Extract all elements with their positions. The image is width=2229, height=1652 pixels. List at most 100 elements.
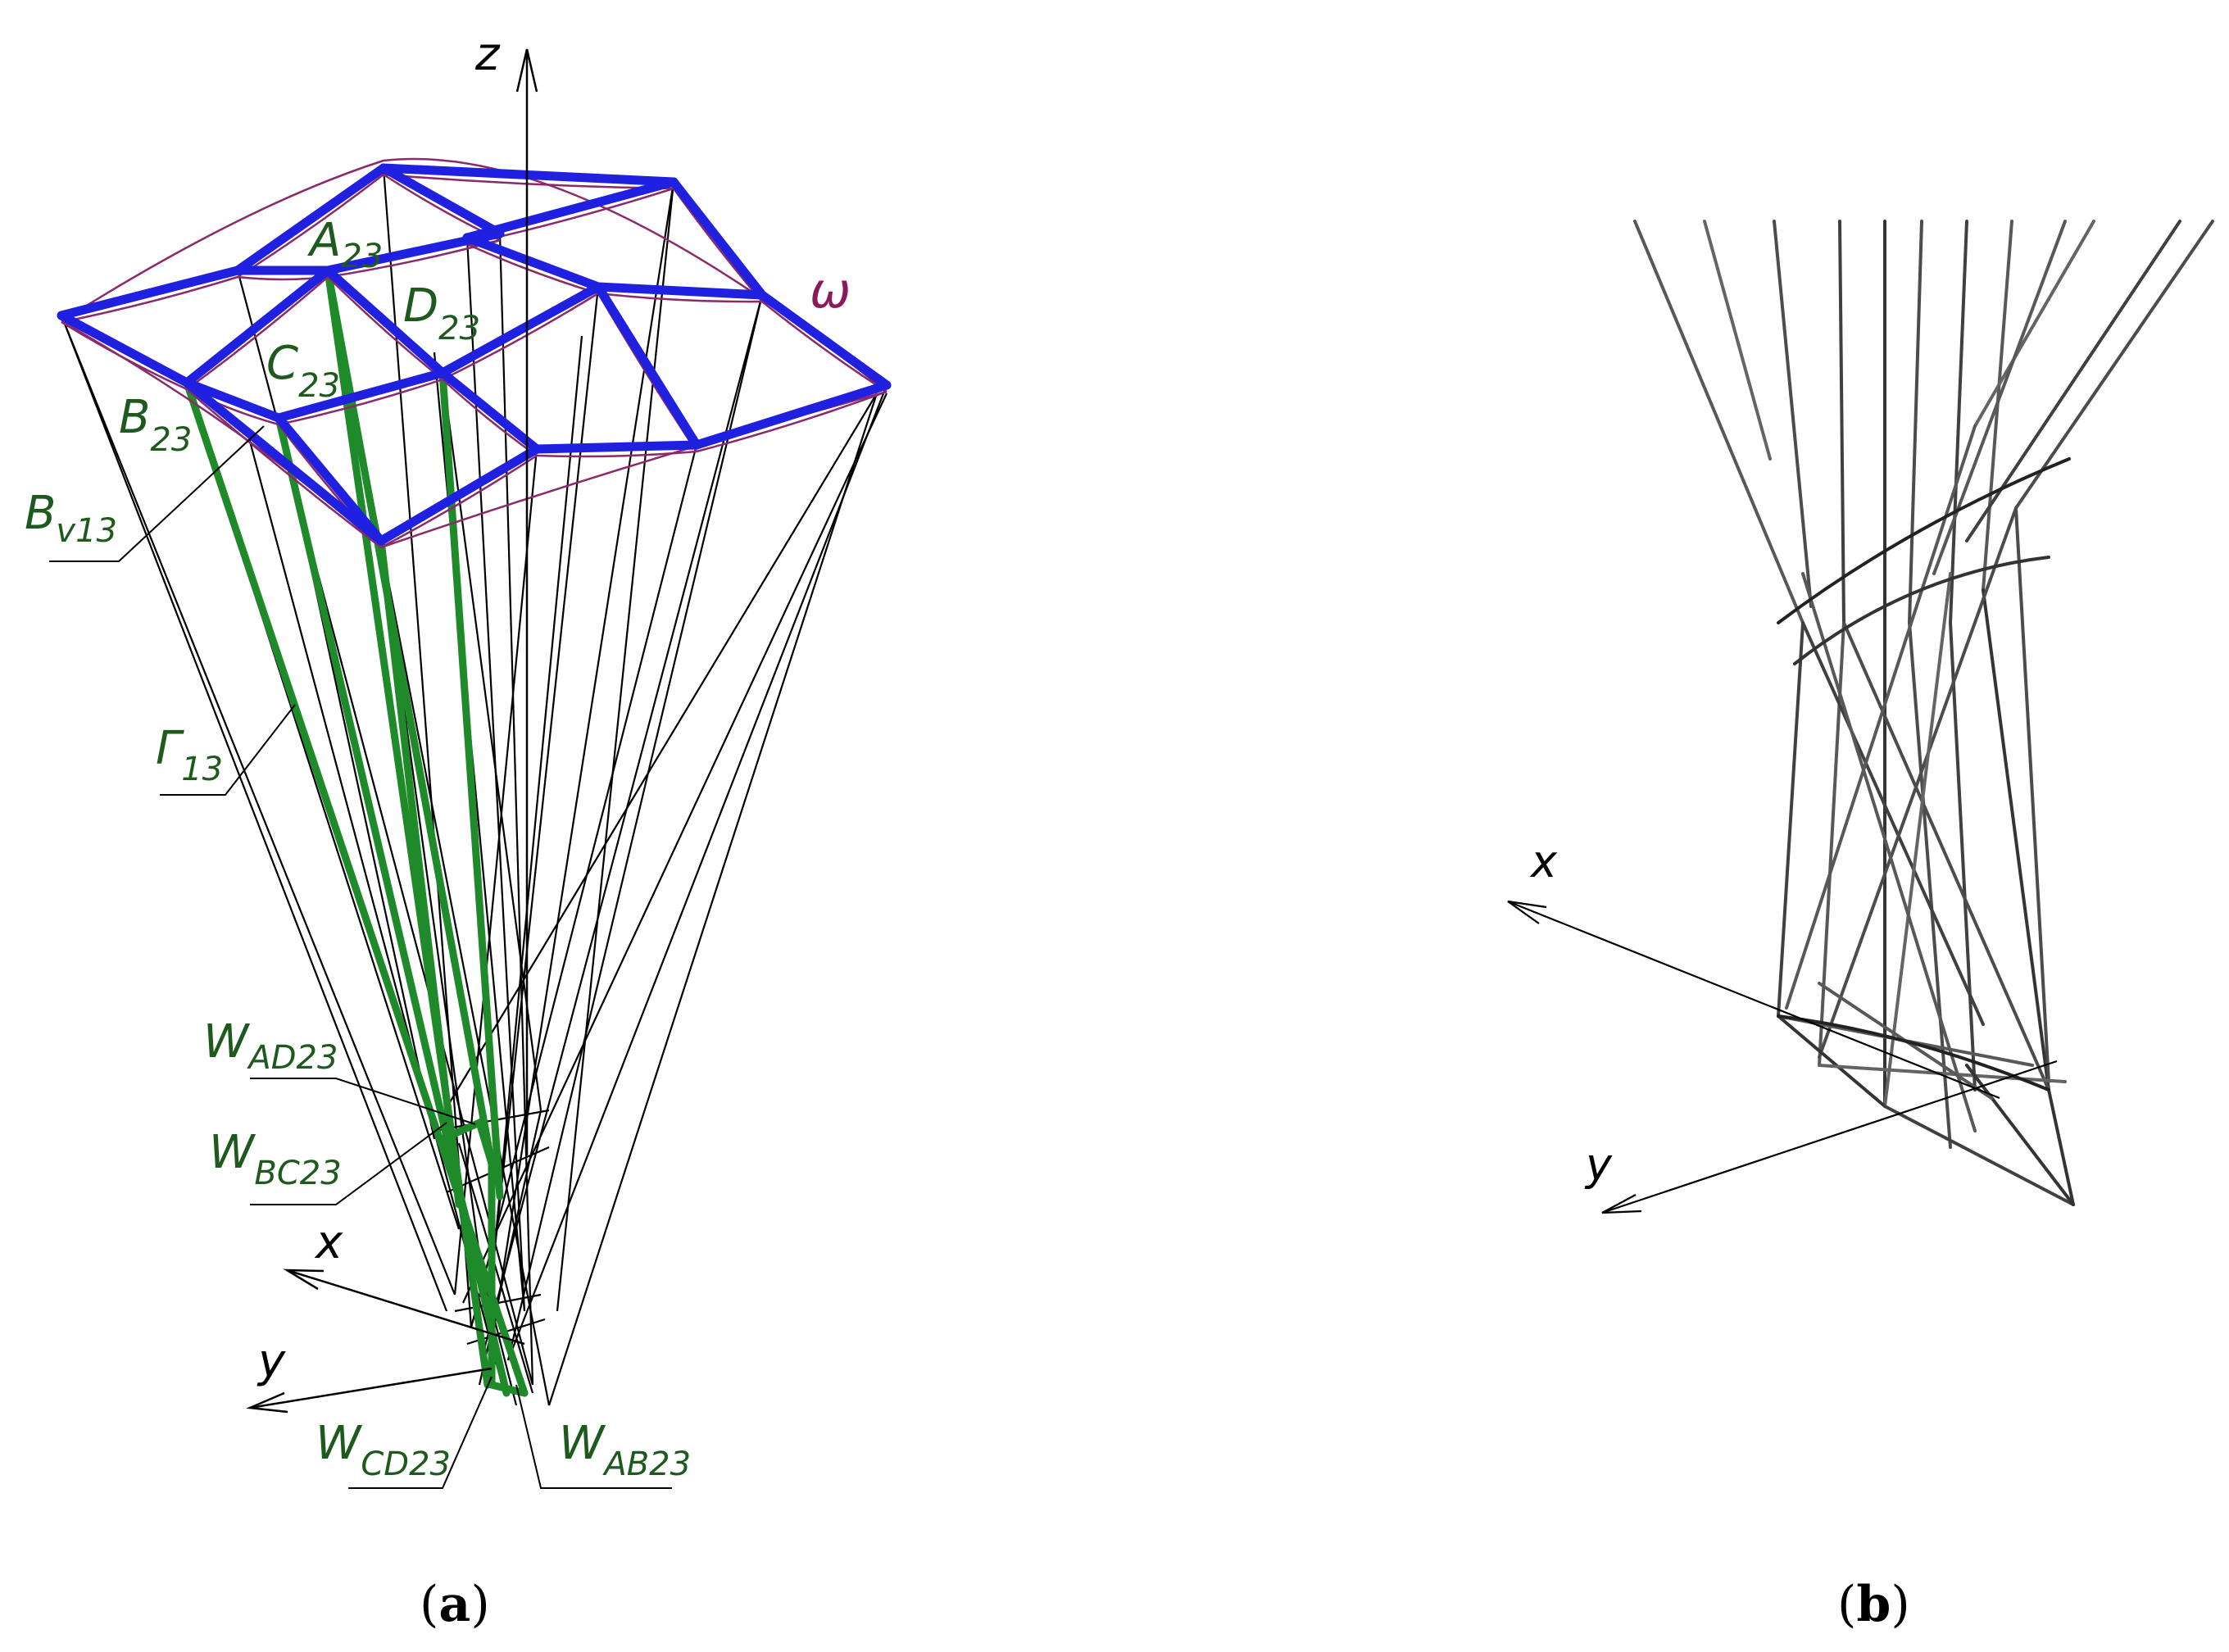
surface-curve-4 xyxy=(761,301,888,393)
hyperboloid-line-9 xyxy=(2014,220,2214,510)
frame-edge-19 xyxy=(182,378,386,546)
hyperboloid-line-22 xyxy=(1818,506,2018,1059)
ruling-line-23 xyxy=(442,393,878,1115)
ruling-line-22 xyxy=(60,315,448,1312)
frame-edge-2 xyxy=(379,163,679,187)
panel-b-diagram: x y (b) xyxy=(1507,220,2214,1633)
point-label-d23: D23 xyxy=(403,279,480,347)
green-generator-5 xyxy=(324,266,496,1168)
label-bv13: Bv13 xyxy=(25,487,117,550)
omega-label: ω xyxy=(810,262,851,320)
ruling-line-24 xyxy=(556,181,675,1312)
point-label-b23: B23 xyxy=(119,391,192,459)
frame-edge-16 xyxy=(323,266,447,378)
hyperboloid-line-11 xyxy=(1932,220,2067,575)
hyperboloid-line-30 xyxy=(2047,1088,2075,1206)
frame-edge-22 xyxy=(438,282,603,378)
ruling-line-19 xyxy=(244,425,502,1377)
caption-a: (a) xyxy=(420,1576,490,1633)
hyperboloid-line-28 xyxy=(1818,1064,2067,1083)
frame-edge-6 xyxy=(593,282,701,450)
x-axis-b xyxy=(1507,900,2000,1100)
ruling-line-12 xyxy=(470,444,698,1328)
leader-lines xyxy=(49,425,672,1489)
hyperboloid-lines xyxy=(1633,220,2214,1206)
green-waist-path xyxy=(438,1117,529,1397)
surface-curve-16 xyxy=(327,276,443,380)
hyperboloid-line-3 xyxy=(1838,220,1845,624)
frame-edge-15 xyxy=(593,282,767,300)
frame-edge-7 xyxy=(57,311,192,388)
hyperboloid-line-26 xyxy=(1883,1105,2075,1206)
surface-curve-17 xyxy=(278,378,443,426)
surface-outline-top xyxy=(61,157,888,393)
hyperboloid-line-6 xyxy=(1949,220,1968,624)
green-generator-1 xyxy=(275,414,511,1397)
frame-edge-13 xyxy=(462,177,679,243)
frame-edge-5 xyxy=(692,380,892,450)
hyperboloid-line-18 xyxy=(2014,506,2050,1083)
label-gamma13: Γ13 xyxy=(156,722,223,788)
point-label-a23: A23 xyxy=(307,214,383,275)
ruling-line-0 xyxy=(60,315,456,1296)
frame-edge-24 xyxy=(274,413,386,546)
waist-curve-2 xyxy=(1793,556,2050,665)
frame-edge-1 xyxy=(233,163,388,275)
label-wad23: WAD23 xyxy=(203,1015,338,1077)
green-generator-3 xyxy=(438,369,504,1200)
hyperboloid-line-16 xyxy=(1949,621,1977,1092)
frame-edge-18 xyxy=(182,378,284,423)
frame-edge-3 xyxy=(669,177,767,300)
hyperboloid-line-5 xyxy=(1908,220,1923,624)
hyperboloid-line-0 xyxy=(1633,220,1805,624)
hyperboloid-line-12 xyxy=(1777,621,1805,1018)
frame-edge-14 xyxy=(462,233,603,292)
frame-edge-20 xyxy=(376,444,542,546)
hyperboloid-line-1 xyxy=(1703,220,1772,461)
x-axis-b-arrow xyxy=(1507,900,1547,924)
hyperboloid-line-24 xyxy=(1801,572,1977,1132)
caption-b: (b) xyxy=(1837,1576,1910,1633)
frame-edge-0 xyxy=(57,266,243,320)
ruling-line-20 xyxy=(462,393,888,1304)
frame-edge-8 xyxy=(182,266,333,388)
waist-line-29 xyxy=(457,1142,534,1394)
frame-edge-11 xyxy=(379,163,505,238)
surface-curve-15 xyxy=(597,292,763,303)
axis-label-z: z xyxy=(474,28,501,81)
surface-curve-22 xyxy=(442,292,599,381)
surface-curve-5 xyxy=(696,390,888,453)
leader-bv13 xyxy=(49,425,265,562)
axis-label-x-b: x xyxy=(1529,836,1558,887)
surface-curve-14 xyxy=(466,243,599,295)
ruling-line-11 xyxy=(453,448,538,1296)
frame-edge-21 xyxy=(438,368,542,454)
surface-curve-0 xyxy=(61,275,238,324)
green-generator-lines xyxy=(183,266,529,1397)
leader-wbc23 xyxy=(250,1122,447,1205)
blue-frame xyxy=(57,163,892,546)
ruling-line-2 xyxy=(490,181,675,1345)
hyperboloid-line-17 xyxy=(1982,588,2050,1092)
hyperboloid-line-21 xyxy=(1785,424,1977,1010)
hyperboloid-line-8 xyxy=(1973,220,2095,428)
axis-label-y: y xyxy=(256,1335,286,1388)
frame-edge-4 xyxy=(757,290,892,390)
hyperboloid-line-19 xyxy=(1842,621,2050,1092)
leader-wcd23 xyxy=(348,1376,493,1489)
axes-b xyxy=(1507,900,2058,1214)
ruling-line-16 xyxy=(547,393,878,1406)
z-axis-arrow xyxy=(515,48,538,93)
ruling-line-3 xyxy=(506,384,888,1361)
axis-label-y-b: y xyxy=(1584,1139,1613,1191)
panel-a-diagram: z x y ω A23 D23 C23 B23 Bv13 Γ13 WAD23 W… xyxy=(25,28,892,1633)
surface-curve-23 xyxy=(536,450,697,458)
leader-wad23 xyxy=(250,1078,476,1125)
ruling-line-14 xyxy=(506,294,764,1361)
leader-wab23 xyxy=(515,1384,672,1489)
surface-curve-21 xyxy=(442,379,538,457)
label-wcd23: WCD23 xyxy=(316,1417,451,1483)
frame-edge-17 xyxy=(274,368,447,423)
frame-edge-23 xyxy=(532,440,701,454)
